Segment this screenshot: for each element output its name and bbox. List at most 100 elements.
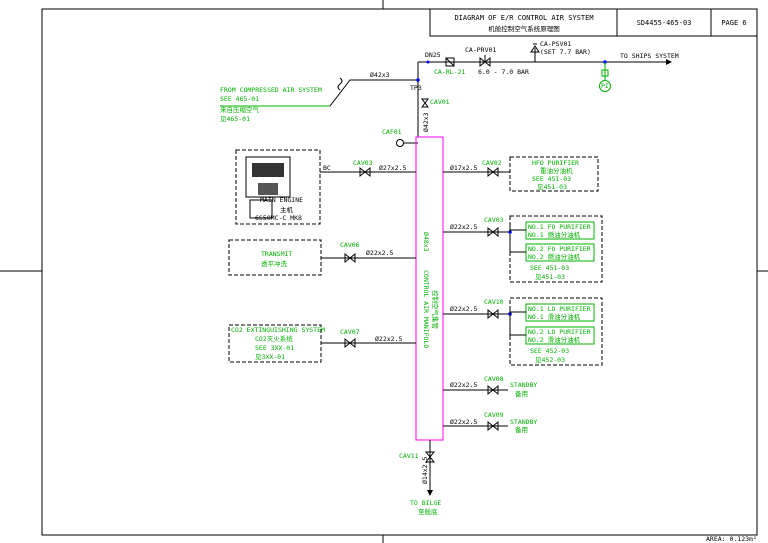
- cav08-valve-icon: [487, 384, 499, 396]
- engine-cn: 主机: [280, 205, 294, 214]
- pipe-fo-label: Ø22x2.5: [450, 223, 477, 231]
- cav09-valve-icon: [487, 420, 499, 432]
- title-cn: 机舱控制空气系统原理图: [488, 24, 560, 33]
- lo-see-2: 见452-03: [535, 356, 565, 364]
- co2-line-3: SEE 3XX-01: [255, 344, 294, 352]
- pipe-sb2-label: Ø22x2.5: [450, 418, 477, 426]
- pipe-hfo-label: Ø17x2.5: [450, 164, 477, 172]
- pressure-indicator-icon: [599, 62, 611, 92]
- standby2-line-1: STANDBY: [510, 418, 537, 426]
- from-line-3: 来自压缩空气: [220, 105, 260, 114]
- hfo-line-4: 见451-03: [537, 183, 567, 191]
- pipe-sb1-label: Ø22x2.5: [450, 381, 477, 389]
- pipe-b-label: Ø42x3: [422, 112, 430, 132]
- psv-label: CA-PSV01: [540, 40, 571, 48]
- hfo-line-3: SEE 451-03: [532, 175, 571, 183]
- bc-label: BC: [323, 164, 331, 172]
- co2-line-2: CO2灭火系统: [255, 334, 293, 343]
- pipe-transmit-label: Ø22x2.5: [366, 249, 393, 257]
- co2-branch: [228, 324, 416, 363]
- hfo-line-1: HFO PURIFIER: [532, 159, 579, 167]
- pipe-co2-label: Ø22x2.5: [375, 335, 402, 343]
- transmit-branch: [228, 239, 416, 276]
- cav07-valve-icon: [344, 337, 356, 349]
- drawing-number: SD4455-465-03: [637, 19, 692, 27]
- standby1-branch: [443, 384, 508, 396]
- cav03b-valve-icon: [487, 226, 499, 238]
- engine-name: MAIN ENGINE: [260, 196, 303, 204]
- drain-piping: [424, 440, 436, 496]
- pipe-drain-label: Ø14x2.5: [421, 457, 429, 484]
- manifold-name: CONTROL AIR MANIFOLD: [422, 270, 430, 348]
- pipe-lo-label: Ø22x2.5: [450, 305, 477, 313]
- area-label: AREA: 0.123m²: [706, 535, 757, 543]
- dn25-label: DN25: [425, 51, 441, 59]
- fo2-line-1: NO.2 FO PURIFIER: [528, 245, 591, 253]
- to-bilge: TO BILGE: [410, 499, 441, 507]
- drawing-border: [41, 8, 758, 536]
- transmit-cn: 透平冲洗: [261, 259, 288, 268]
- to-bilge-cn: 至舱底: [418, 507, 438, 516]
- cav01-label: CAV01: [430, 98, 450, 106]
- fo-branch: [443, 215, 603, 283]
- fo1-line-2: NO.1 燃油分油机: [528, 230, 581, 239]
- lo-see-1: SEE 452-03: [530, 347, 569, 355]
- hfo-branch: [443, 156, 599, 192]
- psv-set-label: (SET 7.7 BAR): [540, 48, 591, 56]
- fo-see-1: SEE 451-03: [530, 264, 569, 272]
- to-ships-system: TO SHIPS SYSTEM: [620, 52, 679, 60]
- standby1-line-1: STANDBY: [510, 381, 537, 389]
- supply-piping: [220, 59, 672, 137]
- cav09-label: CAV09: [484, 411, 504, 419]
- cav07-label: CAV07: [340, 328, 360, 336]
- engine-branch: [235, 149, 416, 225]
- cav10-valve-icon: [487, 308, 499, 320]
- co2-line-1: CO2 EXTINGUISHING SYSTEM: [231, 326, 325, 334]
- fo2-line-2: NO.2 燃油分油机: [528, 252, 581, 261]
- lo2-line-2: NO.2 滑油分油机: [528, 335, 581, 344]
- pipe-a-label: Ø42x3: [370, 71, 390, 79]
- drain-arrow-icon: [427, 490, 433, 496]
- filter-icon: [445, 57, 455, 67]
- standby1-line-2: 备用: [515, 389, 528, 398]
- lo2-line-1: NO.2 LO PURIFIER: [528, 328, 591, 336]
- caf01-label: CAF01: [382, 128, 402, 136]
- title-block: DIAGRAM OF E/R CONTROL AIR SYSTEM 机舱控制空气…: [429, 8, 758, 37]
- title-en: DIAGRAM OF E/R CONTROL AIR SYSTEM: [454, 14, 593, 22]
- lo1-line-1: NO.1 LO PURIFIER: [528, 305, 591, 313]
- cav03-label: CAV03: [353, 159, 373, 167]
- standby2-branch: [443, 420, 508, 432]
- cav02-label: CAV02: [482, 159, 502, 167]
- tp3-label: TP3: [410, 84, 422, 92]
- lo-branch: [443, 297, 603, 366]
- cav11-label: CAV11: [399, 452, 419, 460]
- cav06-valve-icon: [344, 252, 356, 264]
- cav03b-label: CAV03: [484, 216, 504, 224]
- safety-valve-icon: [530, 43, 540, 62]
- pipe-engine-label: Ø27x2.5: [379, 164, 406, 172]
- pressure-range: 6.0 - 7.0 BAR: [478, 68, 529, 76]
- standby2-line-2: 备用: [515, 425, 528, 434]
- prv-label: CA-PRV01: [465, 46, 496, 54]
- cav11-valve-icon: [424, 451, 436, 463]
- pressure-reducing-valve-icon: [479, 55, 491, 68]
- lo1-line-2: NO.1 滑油分油机: [528, 312, 581, 321]
- page-number: PAGE 6: [721, 19, 746, 27]
- cav01-valve-icon: [421, 98, 429, 108]
- cav06-label: CAV06: [340, 241, 360, 249]
- tp3-point: [416, 78, 420, 82]
- fo-see-2: 见451-03: [535, 273, 565, 281]
- cav10-label: CAV10: [484, 298, 504, 306]
- caf01-icon: [396, 139, 418, 147]
- transmit-name: TRANSMIT: [261, 250, 292, 258]
- engine-model: 6S50MC-C MK8: [255, 214, 302, 222]
- cav08-label: CAV08: [484, 375, 504, 383]
- co2-line-4: 见3XX-01: [255, 353, 285, 361]
- manifold-size: Ø48x3: [422, 232, 430, 252]
- cav02-valve-icon: [487, 166, 499, 178]
- manifold-name-cn: 控制空气集管: [431, 290, 440, 330]
- hfo-line-2: 重油分油机: [540, 166, 573, 175]
- fo1-line-1: NO.1 FO PURIFIER: [528, 223, 591, 231]
- from-line-1: FROM COMPRESSED AIR SYSTEM: [220, 86, 322, 94]
